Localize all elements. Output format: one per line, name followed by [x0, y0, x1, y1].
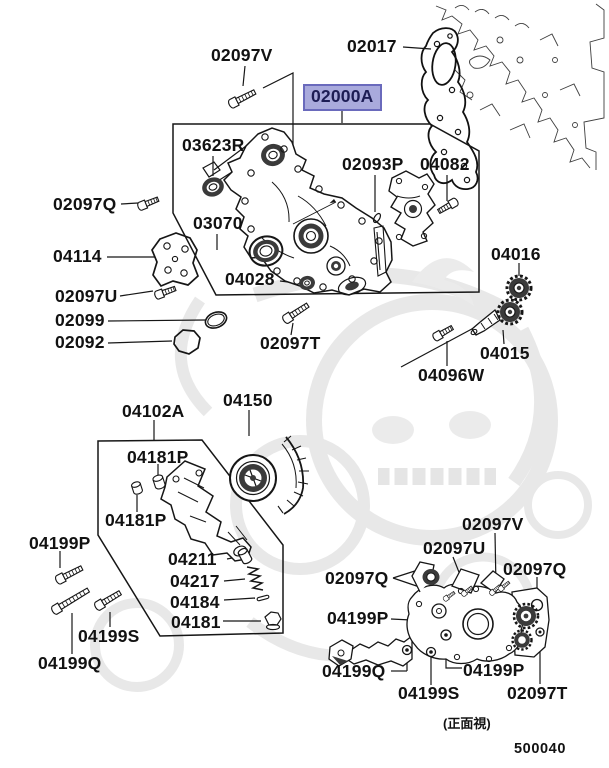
part-label-02097V: 02097V — [462, 514, 524, 534]
part-label-03623R: 03623R — [182, 135, 245, 155]
diagram-number: 500040 — [514, 741, 566, 757]
bolt-02097T-icon — [280, 300, 311, 326]
plate-04114 — [151, 232, 200, 288]
plug-04181P-a — [152, 474, 166, 490]
main-assembly-box — [172, 123, 480, 296]
bolt-04199P-icon — [53, 563, 85, 586]
part-label-04217: 04217 — [170, 571, 220, 591]
oil-filter-04150 — [229, 435, 309, 515]
part-label-04181: 04181 — [171, 612, 221, 632]
relief-valve-parts — [237, 547, 282, 631]
part-label-02099: 02099 — [55, 310, 105, 330]
pin-04184 — [256, 594, 270, 602]
front-view-drawing — [328, 561, 550, 667]
oil-filter-assembly-box — [97, 439, 284, 637]
part-label-04082: 04082 — [420, 154, 470, 174]
bolt-04082-icon — [436, 196, 460, 216]
part-label-04199P: 04199P — [327, 608, 389, 628]
seal-03070 — [248, 235, 284, 267]
oring-02099 — [204, 311, 228, 329]
part-label-04184: 04184 — [170, 592, 220, 612]
bolt-02097V-icon — [226, 87, 258, 110]
assembly-boxes — [97, 123, 480, 637]
part-label-04199S: 04199S — [78, 626, 140, 646]
pin-02093P — [372, 212, 382, 224]
part-label-04015: 04015 — [480, 343, 530, 363]
part-label-04181P: 04181P — [127, 447, 189, 467]
cover-top-seal-boss — [261, 143, 285, 167]
part-label-02097Q: 02097Q — [53, 194, 117, 214]
part-label-02097V: 02097V — [211, 45, 273, 65]
part-label-02097T: 02097T — [507, 683, 568, 703]
bolt-02097U-icon — [153, 284, 178, 301]
part-label-02097T: 02097T — [260, 333, 321, 353]
part-label-04181P: 04181P — [105, 510, 167, 530]
part-label-04199P: 04199P — [463, 660, 525, 680]
part-label-04199Q: 04199Q — [38, 653, 102, 673]
part-label-03070: 03070 — [193, 213, 243, 233]
part-label-02097Q: 02097Q — [503, 559, 567, 579]
plug-04181 — [264, 611, 282, 631]
bolt-04199Q-icon — [49, 585, 92, 616]
leader-lines — [59, 46, 541, 685]
part-label-04102A: 04102A — [122, 401, 185, 421]
oil-pump-drawing — [372, 170, 436, 247]
part-label-04096W: 04096W — [418, 365, 485, 385]
part-label-02017: 02017 — [347, 36, 397, 56]
part-label-02097U: 02097U — [423, 538, 486, 558]
gear-shaft-04015 — [470, 298, 524, 336]
engine-block-sketch — [435, 3, 605, 170]
seal-03623R — [202, 177, 224, 197]
part-label-04199P: 04199P — [29, 533, 91, 553]
part-label-04199S: 04199S — [398, 683, 460, 703]
part-label-04016: 04016 — [491, 244, 541, 264]
seal-04028 — [299, 275, 315, 291]
part-label-02093P: 02093P — [342, 154, 404, 174]
part-label-02097Q: 02097Q — [325, 568, 389, 588]
plug-04181P-b — [130, 481, 143, 495]
part-label-02097U: 02097U — [55, 286, 118, 306]
selected-part-label-02000A: 02000A — [303, 84, 382, 111]
plunger-04211 — [237, 547, 253, 565]
part-label-04150: 04150 — [223, 390, 273, 410]
gasket-02017-drawing — [420, 27, 479, 191]
part-label-02092: 02092 — [55, 332, 105, 352]
part-label-04211: 04211 — [168, 549, 217, 569]
part-label-04028: 04028 — [225, 269, 275, 289]
gasket-02092 — [173, 329, 201, 355]
part-label-04199Q: 04199Q — [322, 661, 386, 681]
front-view-caption: (正面視) — [443, 716, 491, 731]
bolt-02097Q-icon — [136, 194, 161, 212]
gear-04016 — [505, 274, 533, 302]
part-label-04114: 04114 — [53, 246, 102, 266]
spring-04217 — [246, 566, 265, 591]
bolt-04096W-icon — [431, 323, 455, 343]
